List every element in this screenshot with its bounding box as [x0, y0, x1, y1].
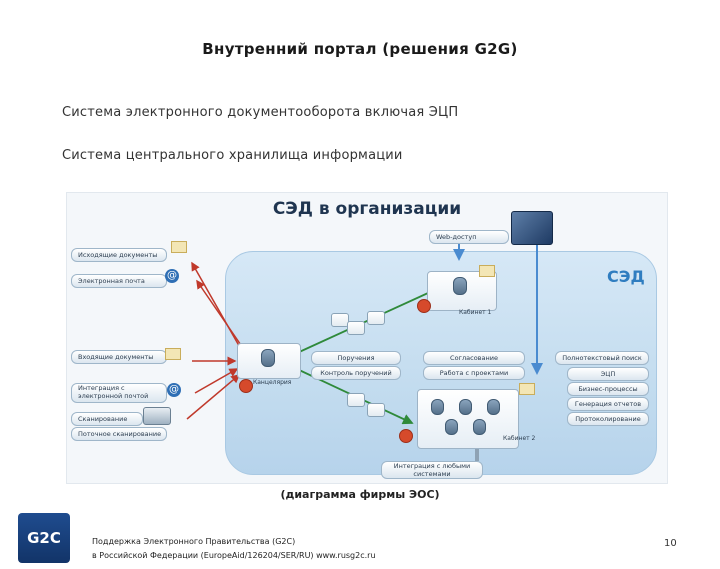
envelope-icon — [165, 348, 181, 360]
cabinet-1-label: Кабинет 1 — [459, 309, 492, 316]
person-icon — [431, 399, 444, 415]
envelope-icon — [479, 265, 495, 277]
scanner-icon — [143, 407, 171, 425]
page-number: 10 — [664, 538, 677, 549]
person-icon — [453, 277, 467, 295]
web-access-box: Web-доступ — [429, 230, 509, 244]
envelope-icon — [171, 241, 187, 253]
right-item-fulltext-search: Полнотекстовый поиск — [555, 351, 649, 365]
left-item-email: Электронная почта — [71, 274, 167, 288]
right-item-logging: Протоколирование — [567, 412, 649, 426]
box-approval: Согласование — [423, 351, 525, 365]
box-assignment-control: Контроль поручений — [311, 366, 401, 380]
slide-title: Внутренний портал (решения G2G) — [202, 40, 518, 58]
right-item-eds: ЭЦП — [567, 367, 649, 381]
logo-text: G2C — [27, 529, 61, 547]
cabinet-2-label: Кабинет 2 — [503, 435, 536, 442]
document-icon — [347, 321, 365, 335]
bullet-edms: Система электронного документооборота вк… — [62, 105, 459, 120]
envelope-icon — [519, 383, 535, 395]
chancellery-label: Канцелярия — [253, 379, 292, 386]
left-item-incoming: Входящие документы — [71, 350, 167, 364]
footer-line-1: Поддержка Электронного Правительства (G2… — [92, 537, 296, 546]
seal-icon — [417, 299, 431, 313]
diagram-caption: (диаграмма фирмы ЭОС) — [280, 488, 440, 501]
server-cube-icon — [511, 211, 553, 245]
left-item-outgoing: Исходящие документы — [71, 248, 167, 262]
person-icon — [459, 399, 472, 415]
box-assignments: Поручения — [311, 351, 401, 365]
at-sign-icon: @ — [167, 383, 181, 397]
seal-icon — [399, 429, 413, 443]
diagram-title: СЭД в организации — [272, 199, 462, 219]
document-icon — [367, 403, 385, 417]
person-icon — [487, 399, 500, 415]
integration-box: Интеграция с любыми системами — [381, 461, 483, 479]
footer-line-2: в Российской Федерации (EuropeAid/126204… — [92, 551, 376, 560]
left-item-email-integration: Интеграция с электронной почтой — [71, 383, 167, 403]
document-icon — [367, 311, 385, 325]
document-icon — [331, 313, 349, 327]
right-item-business-processes: Бизнес-процессы — [567, 382, 649, 396]
g2c-logo: G2C — [18, 513, 70, 563]
person-icon — [261, 349, 275, 367]
person-icon — [445, 419, 458, 435]
right-item-report-generation: Генерация отчетов — [567, 397, 649, 411]
seal-icon — [239, 379, 253, 393]
edms-diagram: СЭД в организации СЭД Web-доступ Исх — [66, 192, 668, 484]
document-icon — [347, 393, 365, 407]
left-item-scanning: Сканирование — [71, 412, 143, 426]
bullet-storage: Система центрального хранилища информаци… — [62, 148, 403, 163]
box-project-work: Работа с проектами — [423, 366, 525, 380]
left-item-stream-scanning: Поточное сканирование — [71, 427, 167, 441]
sed-label: СЭД — [607, 267, 645, 286]
at-sign-icon: @ — [165, 269, 179, 283]
person-icon — [473, 419, 486, 435]
